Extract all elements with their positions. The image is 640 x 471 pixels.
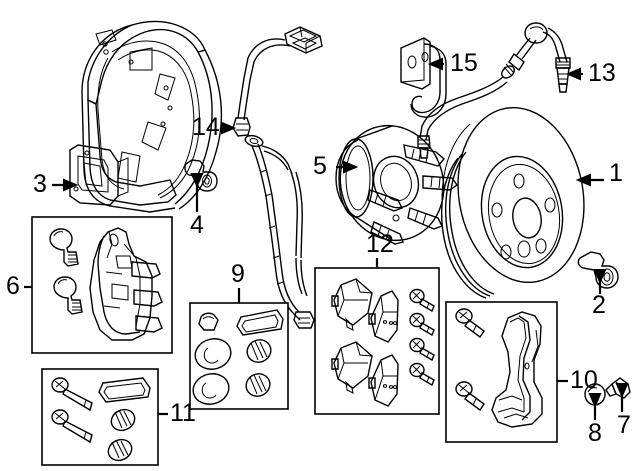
callout-label-8[interactable]: 8 [588,419,602,447]
callout-label-3[interactable]: 3 [33,170,47,198]
callout-label-2[interactable]: 2 [592,291,606,319]
callout-label-15[interactable]: 15 [450,49,478,77]
brake-hose-part[interactable] [417,22,571,159]
wheel-hub-part[interactable] [326,112,459,254]
brake-hose-bracket-part[interactable] [400,37,447,118]
callout-label-10[interactable]: 10 [570,366,598,394]
guide-pin-bushing-2 [107,438,133,462]
caliper-box[interactable] [31,216,173,354]
callout-label-14[interactable]: 14 [192,113,220,141]
wheel-studs [367,144,458,245]
pad-bolt-1 [409,288,435,313]
guide-pin-kit-box[interactable] [41,368,159,466]
pad-bolt-2 [409,312,435,337]
piston-seal-1 [194,338,232,370]
bracket-bolt-1 [455,308,485,338]
brake-pad-2 [368,290,399,343]
bleeder-valve-part[interactable] [605,377,631,399]
pad-bolt-4 [409,362,435,387]
seal-kit-box[interactable] [189,302,289,410]
brake-pad-1 [331,278,373,331]
callout-label-7[interactable]: 7 [617,411,631,439]
brake-pad-4 [368,354,399,407]
caliper-bolt-2 [53,276,83,315]
callout-label-5[interactable]: 5 [313,152,327,180]
caliper-bracket-box[interactable] [445,301,558,443]
callout-label-13[interactable]: 13 [588,59,616,87]
splash-shield-lower-bracket[interactable] [69,144,129,206]
brake-pad-3 [331,341,373,394]
brake-pad-box[interactable] [314,267,440,415]
callout-label-1[interactable]: 1 [609,159,623,187]
splash-shield-part[interactable] [81,20,223,213]
pad-bolt-3 [409,337,435,362]
brake-rotor-part[interactable] [441,98,598,299]
callout-label-4[interactable]: 4 [190,211,204,239]
guide-pin-2 [51,409,93,444]
rotor-screw-part[interactable] [577,251,619,289]
guide-pin-1 [51,377,93,412]
callout-label-6[interactable]: 6 [6,272,20,300]
anti-rattle-shim [98,377,151,403]
dust-cap [198,312,219,331]
callout-label-12[interactable]: 12 [366,230,394,258]
callout-label-11[interactable]: 11 [170,399,196,427]
bracket-body [491,311,543,428]
piston-seal-2 [192,373,230,405]
kit-bushing-2 [245,373,271,397]
caliper-body [89,227,163,341]
bracket-bolt-2 [455,381,485,411]
caliper-bolt-1 [49,228,79,267]
guide-pin-bushing-1 [110,408,136,432]
kit-bushing-1 [246,339,272,363]
abs-wheel-speed-sensor-part[interactable] [232,26,323,329]
kit-shim-plate [236,309,284,336]
callout-label-9[interactable]: 9 [231,260,245,288]
